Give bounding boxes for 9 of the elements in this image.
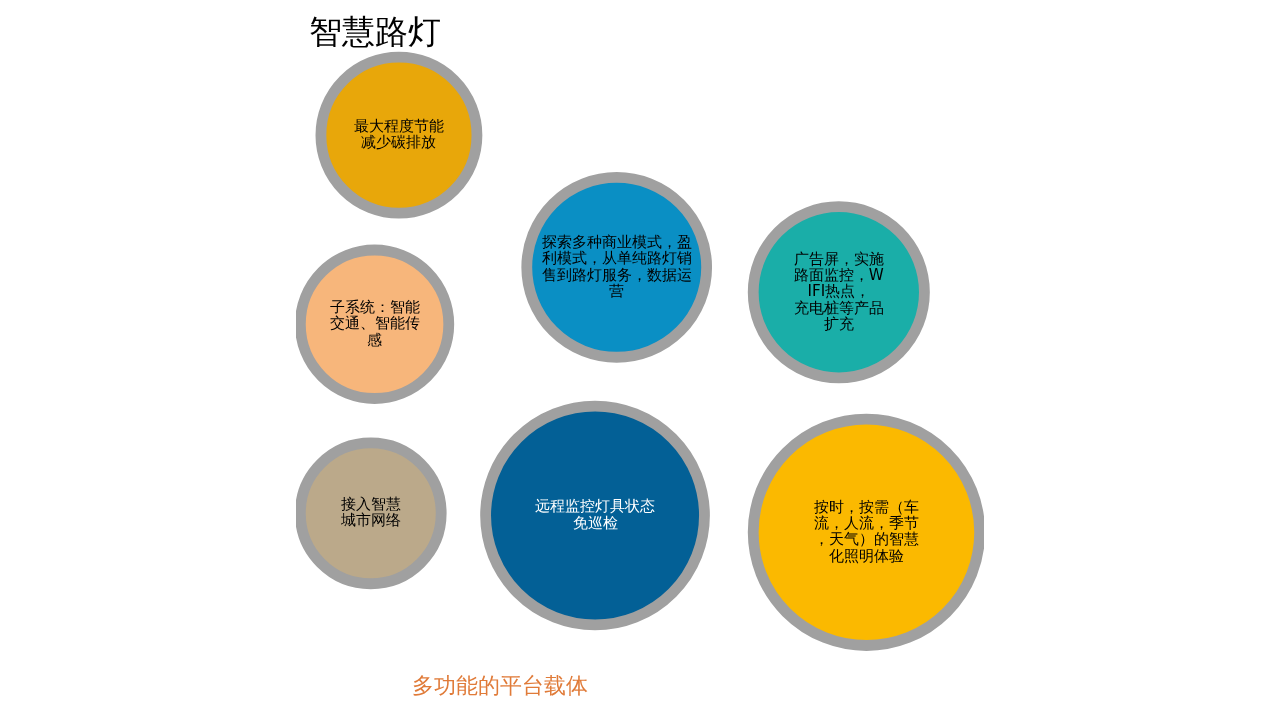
node-circle: 最大程度节能减少碳排放 <box>315 51 483 219</box>
diagram-title: 智慧路灯 <box>308 13 441 52</box>
node-circle: 接入智慧城市网络 <box>296 437 447 590</box>
node-circle: 探索多种商业模式，盈利模式，从单纯路灯销售到路灯服务，数据运营 <box>521 172 713 363</box>
label: 多功能的平台载体 <box>412 673 589 699</box>
node-circle: 按时，按需（车流，人流，季节，天气）的智慧化照明体验 <box>747 413 984 651</box>
node-circle: 广告屏，实施路面监控，WIFI热点，充电桩等产品扩充 <box>747 201 930 384</box>
node-circle: 远程监控灯具状态免巡检 <box>480 400 710 631</box>
node-circle: 子系统：智能交通、智能传感 <box>296 244 455 404</box>
